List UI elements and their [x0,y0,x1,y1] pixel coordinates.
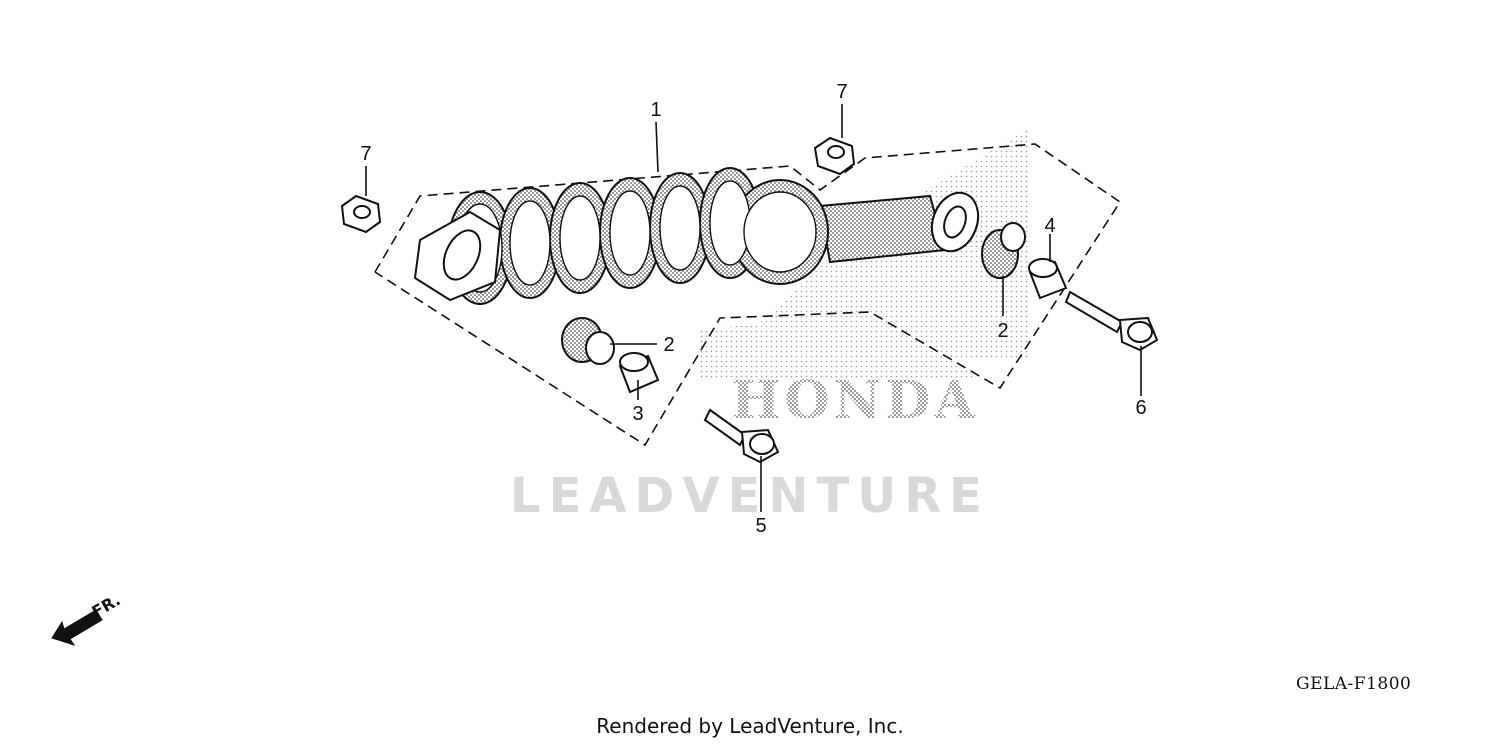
callout-labels: 1 2 2 3 4 5 6 7 7 [360,81,1146,537]
honda-wing-logo: HONDA [700,128,1030,431]
nut-right [813,136,856,176]
collar-left [618,352,660,394]
callout-5: 5 [755,515,766,537]
callout-7-right: 7 [836,81,847,103]
callout-6: 6 [1135,397,1146,419]
render-credit: Rendered by LeadVenture, Inc. [596,714,904,738]
diagram-code: GELA-F1800 [1296,674,1412,694]
front-direction-indicator: FR. [51,590,124,646]
callout-2-left: 2 [663,334,674,356]
honda-logo-text: HONDA [731,370,978,431]
collar-right [1028,258,1068,300]
bolt-upper [1064,290,1159,352]
callout-3: 3 [632,403,643,425]
bushing-left [561,317,615,365]
leadventure-watermark: LEADVENTURE [510,468,990,524]
callout-1: 1 [650,99,661,121]
callout-7-left: 7 [360,143,371,165]
callout-4: 4 [1044,215,1055,237]
front-arrow-icon [51,609,103,646]
leader-lines [365,104,1142,512]
bushing-right [981,222,1026,279]
nut-left [340,194,382,234]
bolt-lower [703,408,780,464]
shock-absorber-part [413,167,980,305]
assembly-outline [374,143,1122,447]
callout-2-right: 2 [997,320,1008,342]
